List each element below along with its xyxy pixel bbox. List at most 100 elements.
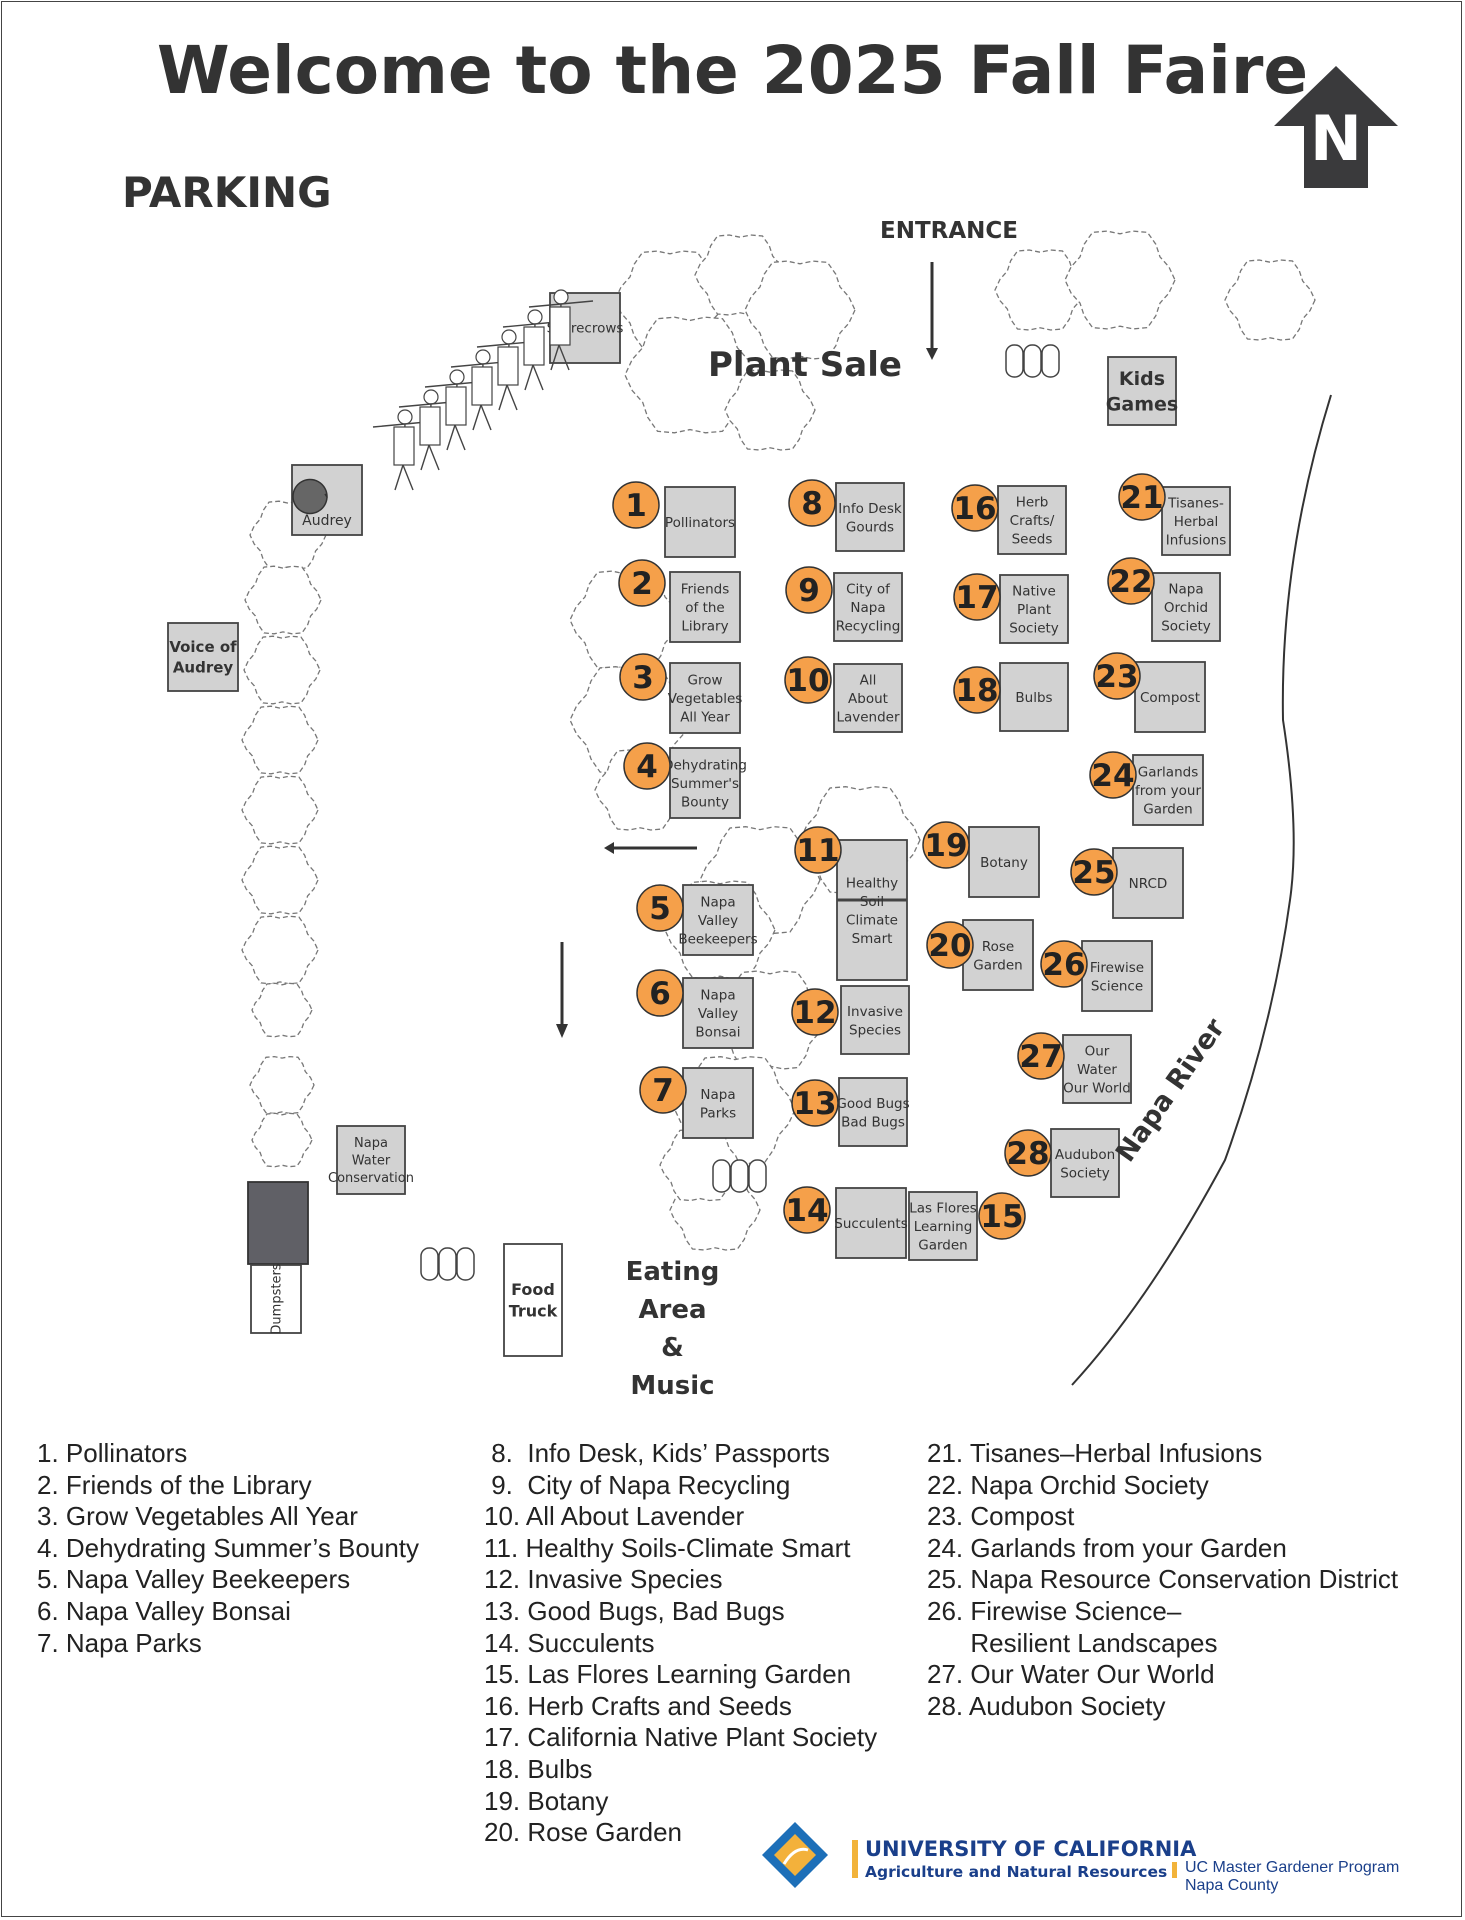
booth-number-13: 13 [791,1079,839,1127]
booth-label: Society [1161,619,1211,635]
booth-label: Napa [700,895,735,911]
booth-number-3: 3 [619,653,667,701]
booth-marker-number: 17 [955,580,998,616]
audrey-label: Audrey [302,513,352,529]
scarecrow-shirt [419,406,441,446]
booth-marker-number: 11 [796,833,839,869]
booth-label: Gourds [846,519,894,535]
booth-number-2: 2 [618,559,666,607]
booth-label: Tisanes- [1167,496,1224,512]
booth-number-17: 17 [953,573,1001,621]
tree-icon [744,260,856,360]
scarecrow-shirt [445,386,467,426]
booth-marker-circle [785,566,833,614]
booth-label: Soil [860,894,884,910]
booth-25: NRCD [1112,847,1184,919]
booth-marker-circle [951,484,999,532]
booth-box [669,747,741,819]
legend-item: 27. Our Water Our World [927,1659,1215,1690]
booth-number-23: 23 [1093,652,1141,700]
bin-icon [1041,344,1060,378]
mg-county: Napa County [1185,1877,1279,1894]
booth-marker-number: 28 [1006,1136,1049,1172]
eating-area-line: Eating Area [625,1257,720,1325]
booth-marker-circle [791,988,839,1036]
down-arrowhead [556,1024,568,1038]
booth-marker-number: 8 [801,486,823,522]
scarecrow-head [527,309,543,325]
booth-box [833,663,903,733]
booth-number-25: 25 [1070,848,1118,896]
eating-area-line: Music [630,1371,715,1401]
booth-marker-circle [953,573,1001,621]
booth-marker-number: 22 [1109,564,1152,600]
booth-box [962,919,1034,991]
legend-item: 26. Firewise Science– [927,1595,1182,1626]
booth-marker-number: 1 [625,488,647,524]
scarecrow-icon [476,329,542,411]
booth-box [669,571,741,643]
scarecrow-shirt [471,366,493,406]
booth-marker-number: 16 [953,491,996,527]
food-truck-label: Food [511,1280,555,1299]
booth-box [999,662,1069,732]
booth-number-16: 16 [951,484,999,532]
legend-item: 7. Napa Parks [37,1627,202,1658]
bin-icon [1023,344,1042,378]
napa-water-conservation-box [336,1125,406,1195]
scarecrow-head [475,349,491,365]
booth-label: Info Desk [838,501,902,517]
booth-marker-circle [1070,848,1118,896]
scarecrow-icon [528,289,594,371]
booth-number-20: 20 [926,921,974,969]
booth-marker-circle [618,559,666,607]
mg-program: UC Master Gardener Program [1185,1859,1400,1876]
legend-item: 17. California Native Plant Society [484,1722,878,1753]
legend-item: 21. Tisanes–Herbal Infusions [927,1438,1263,1468]
tree-icon [241,705,319,775]
booth-label: from your [1135,783,1202,799]
booth-box [999,574,1069,644]
booth-marker-number: 18 [955,673,998,709]
booth-label: Invasive [847,1004,903,1020]
booth-number-14: 14 [783,1186,831,1234]
booth-marker-number: 14 [785,1193,828,1229]
booth-marker-circle [791,1079,839,1127]
master-gardener-wordmark: UC Master Gardener Program Napa County [1185,1859,1399,1895]
booth-label: Climate [846,912,898,928]
voice-of-audrey-box [167,622,239,692]
booth-box [840,985,910,1055]
booth-label: All [860,673,877,689]
uc-gold-bar [852,1840,858,1878]
left-arrowhead [604,842,614,854]
booth-label: Native [1012,584,1056,600]
bin-icon [1005,344,1024,378]
scarecrow-icon [424,369,490,451]
booth-label: Bulbs [1015,690,1052,706]
north-arrow-shape [1274,66,1398,188]
booth-marker-number: 7 [652,1073,674,1109]
booth-label: Science [1091,978,1143,994]
booth-label: Grow [687,673,722,689]
tree-icon [243,635,321,705]
booth-marker-number: 21 [1120,480,1163,516]
booth-marker-number: 24 [1091,758,1134,794]
booth-marker-number: 25 [1072,855,1115,891]
booth-label: Garden [973,957,1022,973]
booth-label: Napa [700,988,735,1004]
booth-number-11: 11 [794,826,842,874]
booth-marker-number: 9 [798,573,820,609]
scarecrow-head [397,409,413,425]
